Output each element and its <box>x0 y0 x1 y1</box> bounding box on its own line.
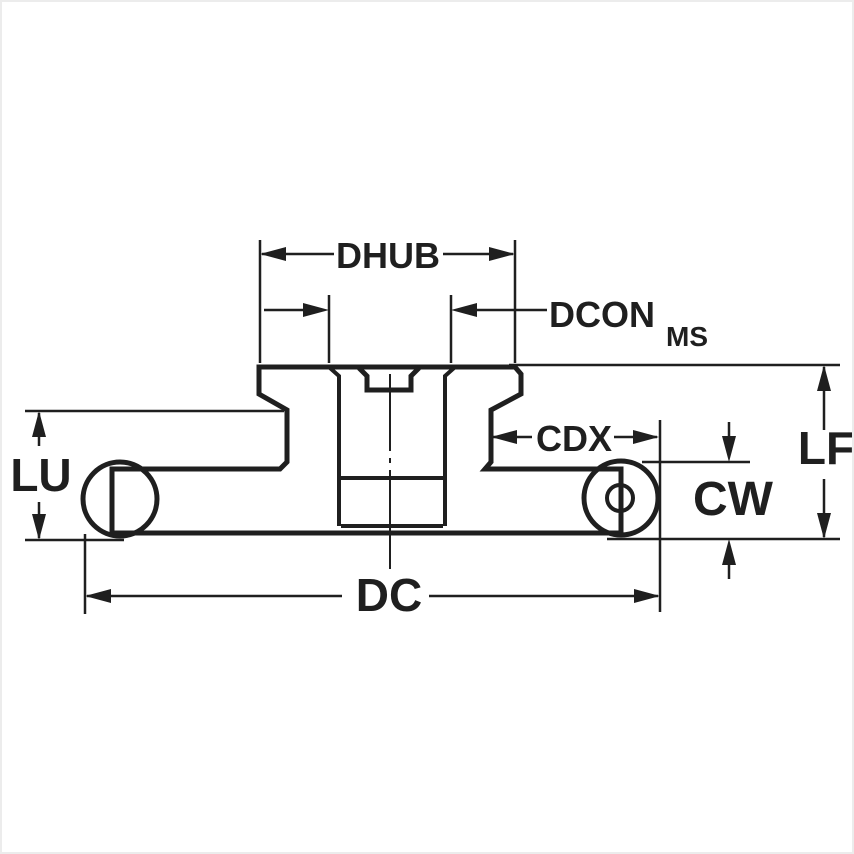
dhub-arrow-right-icon <box>489 247 515 261</box>
left-insert <box>80 459 160 539</box>
lu-label: LU <box>10 449 71 501</box>
right-insert-hole <box>605 483 635 513</box>
right-insert <box>581 458 661 538</box>
dimension-cdx: CDX <box>491 418 659 459</box>
dc-arrow-right-icon <box>634 589 660 603</box>
lf-arrow-up-icon <box>817 365 831 391</box>
cw-label: CW <box>693 473 774 526</box>
dcon-arrow-right-icon <box>451 303 477 317</box>
dcon-arrow-left-icon <box>303 303 329 317</box>
dimension-lu: LU <box>10 409 284 542</box>
lu-arrow-down-icon <box>32 514 46 540</box>
lf-label: LF <box>798 422 854 474</box>
cw-arrow-down-icon <box>722 436 736 462</box>
dimension-cw: CW <box>642 422 774 579</box>
dcon-subscript-label: MS <box>666 321 708 352</box>
cutter-body <box>109 364 624 536</box>
bore-section-lines <box>328 366 456 528</box>
dc-arrow-left-icon <box>85 589 111 603</box>
dhub-label: DHUB <box>336 235 440 276</box>
cdx-arrow-left-icon <box>491 430 517 444</box>
dimension-dc: DC <box>83 420 662 621</box>
dcon-label: DCON <box>549 294 655 335</box>
lf-arrow-down-icon <box>817 513 831 539</box>
lu-arrow-up-icon <box>32 411 46 437</box>
dimension-dcon: DCON MS <box>264 294 708 363</box>
cdx-arrow-right-icon <box>633 430 659 444</box>
dhub-arrow-left-icon <box>260 247 286 261</box>
cdx-label: CDX <box>536 418 612 459</box>
dc-label: DC <box>356 569 422 621</box>
dimension-dhub: DHUB <box>258 235 517 363</box>
cw-arrow-up-icon <box>722 539 736 565</box>
dimension-lf: LF <box>509 363 854 541</box>
